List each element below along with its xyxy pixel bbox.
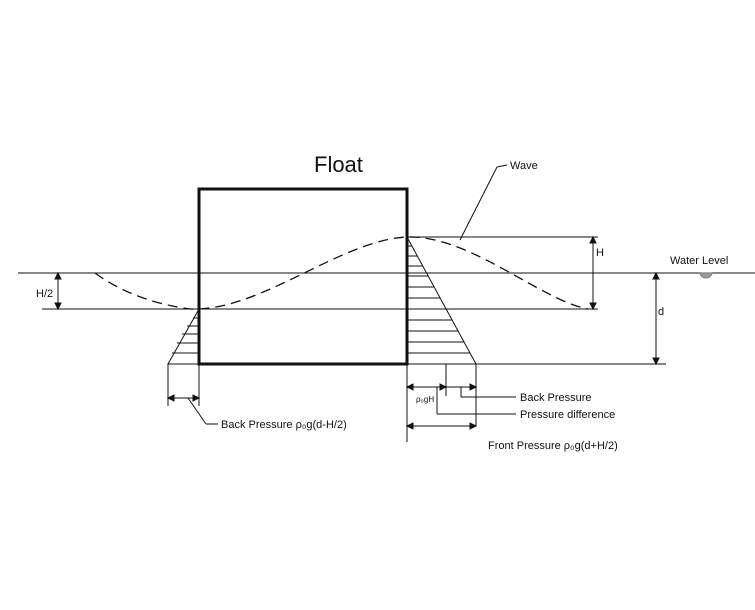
pressure-difference-label: Pressure difference <box>520 409 615 421</box>
half-height-dimension <box>54 271 62 311</box>
wave-label: Wave <box>510 160 538 172</box>
height-label: H <box>596 247 604 259</box>
right-pressure-hatch <box>407 245 470 354</box>
half-height-label: H/2 <box>36 288 53 300</box>
water-level-label: Water Level <box>670 255 728 267</box>
right-back-pressure-label: Back Pressure <box>520 392 592 404</box>
water-level-marker-icon <box>697 272 717 279</box>
float-body <box>197 187 409 366</box>
left-back-pressure-label: Back Pressure ρ₀g(d-H/2) <box>221 419 347 431</box>
wave-curve <box>94 236 589 310</box>
right-pressure-dimensions <box>405 364 516 442</box>
left-back-pressure-dimension <box>166 364 218 425</box>
left-pressure-hatch <box>172 317 199 354</box>
float-title: Float <box>314 152 363 177</box>
front-pressure-label: Front Pressure ρ₀g(d+H/2) <box>488 440 618 452</box>
height-dimension <box>589 235 597 311</box>
wave-leader <box>459 164 508 241</box>
depth-dimension <box>652 271 660 366</box>
rho-g-h-label: ρ₀gH <box>416 395 434 404</box>
right-pressure-triangle <box>406 236 477 365</box>
depth-label: d <box>658 306 664 318</box>
left-pressure-triangle <box>167 307 200 365</box>
